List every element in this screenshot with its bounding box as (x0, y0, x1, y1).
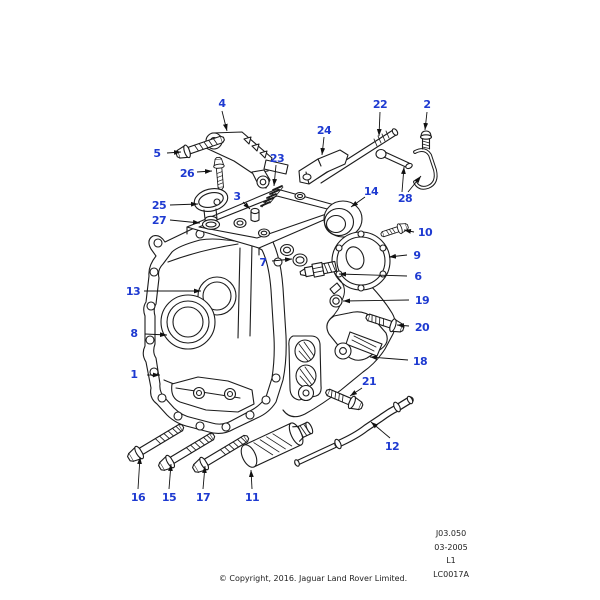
part-11-sleeve (240, 421, 314, 468)
casing-bottom-mount (171, 376, 255, 413)
seal-bore-8 (160, 294, 216, 350)
callout-leader-15 (168, 463, 173, 490)
part-3-pin (250, 207, 260, 223)
callout-label-14: 14 (364, 185, 379, 198)
callout-label-22: 22 (373, 98, 387, 111)
callout-label-5: 5 (153, 147, 160, 160)
callout-label-23: 23 (270, 152, 284, 165)
part-5-bolt (175, 135, 225, 159)
part-14-seal (323, 200, 363, 238)
callout-leader-19 (342, 298, 410, 304)
callout-leader-5 (166, 150, 182, 155)
callout-leader-16 (137, 456, 142, 490)
callout-leader-24 (320, 136, 326, 156)
callout-label-17: 17 (196, 491, 210, 504)
callout-leader-28 (401, 166, 406, 193)
callout-label-15: 15 (162, 491, 176, 504)
callout-leader-9 (388, 253, 408, 259)
copyright-text: © Copyright, 2016. Jaguar Land Rover Lim… (219, 574, 407, 583)
callout-label-18: 18 (413, 355, 427, 368)
part-main-casing (142, 188, 396, 435)
callout-label-1: 1 (130, 368, 137, 381)
callout-leader-11 (248, 469, 254, 490)
part-17-bolt (192, 434, 250, 473)
callout-label-7: 7 (259, 256, 266, 269)
callout-leader-8 (144, 332, 168, 338)
part-18-sensor-boss (326, 311, 388, 361)
part-2-bolt (419, 130, 433, 150)
callout-leader-25 (169, 201, 199, 207)
ref-line-4: LC0017A (433, 570, 469, 579)
callout-leader-6 (338, 271, 408, 277)
casing-bores (288, 335, 322, 402)
callout-leader-10 (403, 229, 415, 234)
callout-label-12: 12 (385, 440, 399, 453)
callout-label-2: 2 (423, 98, 430, 111)
part-21-bolt (325, 388, 364, 411)
callout-label-4: 4 (218, 97, 226, 110)
part-15-bolt (158, 432, 216, 471)
callout-leader-2 (423, 111, 429, 131)
callout-label-28: 28 (398, 192, 412, 205)
reference-block: J03.050 03-2005 L1 LC0017A (433, 529, 469, 579)
callout-leader-12 (370, 421, 391, 439)
callout-leader-17 (202, 465, 207, 490)
callout-leader-23 (272, 164, 278, 187)
callout-label-11: 11 (245, 491, 259, 504)
callout-label-25: 25 (152, 199, 166, 212)
callout-label-6: 6 (414, 270, 422, 283)
callout-leader-4 (221, 110, 228, 132)
callout-leader-7 (271, 257, 293, 263)
callout-leader-28 (407, 175, 422, 193)
callout-label-10: 10 (418, 226, 433, 239)
part-6-switch (299, 260, 338, 278)
part-12-pipe (294, 395, 414, 467)
part-25-cap (193, 188, 229, 224)
part-23-spring (260, 185, 284, 208)
part-9-end-cover (329, 230, 391, 295)
callout-leader-21 (349, 387, 363, 397)
callout-label-16: 16 (131, 491, 146, 504)
callout-leader-18 (369, 355, 409, 361)
callout-label-26: 26 (180, 167, 195, 180)
part-27-oring (201, 219, 221, 230)
ref-line-2: 03-2005 (434, 543, 467, 552)
callout-leader-3 (242, 201, 251, 210)
ref-line-1: J03.050 (435, 529, 466, 538)
callout-label-24: 24 (317, 124, 332, 137)
callout-leader-22 (376, 111, 382, 137)
callout-label-3: 3 (233, 190, 240, 203)
callout-leader-27 (169, 219, 201, 225)
part-28-link-rod (375, 148, 413, 170)
callout-label-19: 19 (415, 294, 429, 307)
sensor-cable (329, 275, 345, 320)
callout-label-13: 13 (126, 285, 140, 298)
callout-label-8: 8 (130, 327, 137, 340)
callout-label-21: 21 (362, 375, 376, 388)
part-26-bolt (213, 156, 225, 190)
part-19-oring (329, 294, 343, 308)
part-28-hook-clip (413, 148, 438, 190)
callout-label-9: 9 (413, 249, 420, 262)
callout-leader-20 (396, 323, 410, 328)
callout-label-27: 27 (152, 214, 166, 227)
part-7-washer (279, 243, 308, 267)
callout-leader-14 (350, 196, 366, 208)
callout-leader-26 (196, 169, 213, 174)
ref-line-3: L1 (446, 556, 456, 565)
part-24-bracket (298, 149, 349, 185)
callout-label-20: 20 (415, 321, 430, 334)
